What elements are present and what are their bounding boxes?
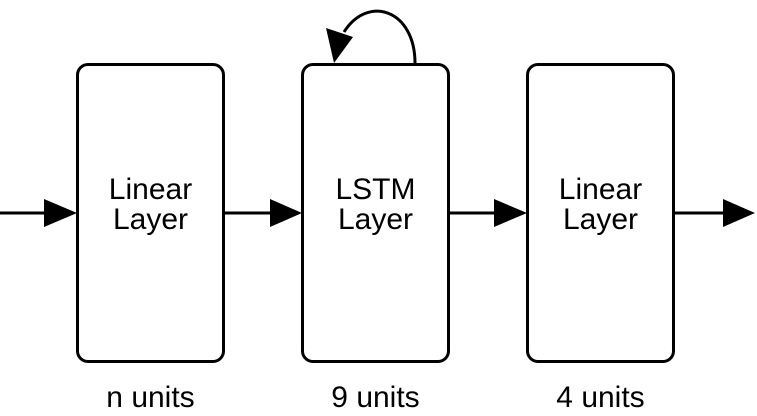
block-label-line1: Linear xyxy=(108,173,193,206)
block-label-line1: LSTM xyxy=(335,173,416,206)
block-label-line2: Layer xyxy=(337,203,414,236)
arrow-lstm-to-linear xyxy=(450,199,527,227)
arrow-linear-to-lstm xyxy=(225,199,302,227)
input-arrow xyxy=(0,199,77,227)
block-label-line2: Layer xyxy=(562,203,639,236)
lstm-layer-block: LSTM Layer xyxy=(301,63,450,363)
units-label-output: 4 units xyxy=(556,381,645,414)
block-label-line1: Linear xyxy=(558,173,643,206)
linear-layer-input-block: Linear Layer xyxy=(76,63,225,363)
linear-layer-output-block: Linear Layer xyxy=(526,63,675,363)
units-label-input: n units xyxy=(106,381,195,414)
units-label-lstm: 9 units xyxy=(331,381,420,414)
output-arrow xyxy=(675,199,755,227)
recurrent-loop-arrow xyxy=(326,9,417,64)
block-label-line2: Layer xyxy=(112,203,189,236)
